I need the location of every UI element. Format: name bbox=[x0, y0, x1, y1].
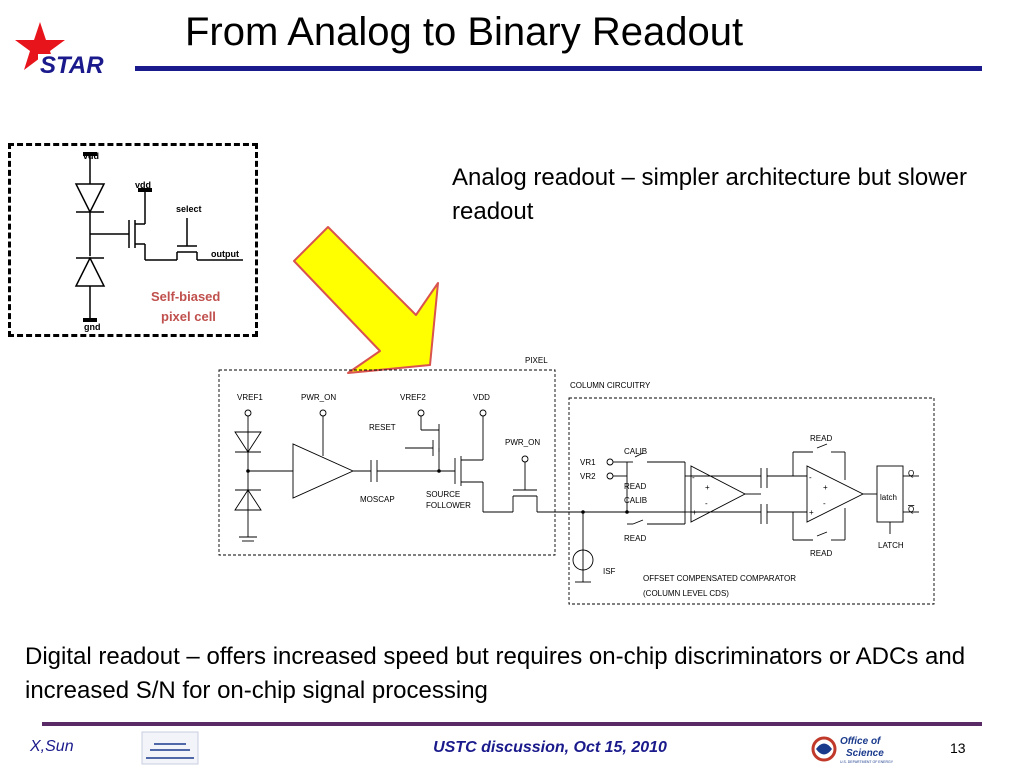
red-star-icon bbox=[15, 22, 65, 70]
read-top-label: READ bbox=[624, 482, 646, 491]
vr1-label: VR1 bbox=[580, 458, 596, 467]
svg-text:-: - bbox=[692, 473, 695, 482]
q-output-label: Q bbox=[908, 469, 914, 478]
svg-text:-: - bbox=[705, 499, 708, 508]
select-label: select bbox=[176, 204, 202, 214]
gnd-label: gnd bbox=[84, 322, 101, 332]
vdd-top-label: vdd bbox=[83, 151, 99, 161]
svg-text:+: + bbox=[809, 508, 814, 517]
svg-text:+: + bbox=[823, 483, 828, 492]
read-feedback-bottom-label: READ bbox=[810, 549, 832, 558]
footer-rule bbox=[42, 722, 982, 726]
source-label: SOURCE bbox=[426, 490, 460, 499]
readout-schematic: PIXEL COLUMN CIRCUITRY VREF1 PWR_ON VREF… bbox=[218, 356, 935, 605]
doe-line1: Office of bbox=[840, 736, 882, 747]
svg-text:-: - bbox=[809, 473, 812, 482]
title-rule bbox=[135, 66, 982, 71]
column-level-cds-label: (COLUMN LEVEL CDS) bbox=[643, 589, 729, 598]
pwr-on-right-label: PWR_ON bbox=[505, 438, 540, 447]
doe-office-of-science-logo: Office of Science U.S. DEPARTMENT OF ENE… bbox=[811, 736, 894, 764]
svg-text:+: + bbox=[692, 508, 697, 517]
read-feedback-top-label: READ bbox=[810, 434, 832, 443]
footer-event: USTC discussion, Oct 15, 2010 bbox=[433, 739, 667, 756]
output-label: output bbox=[211, 249, 239, 259]
column-circuitry-label: COLUMN CIRCUITRY bbox=[570, 381, 651, 390]
offset-comparator-label: OFFSET COMPENSATED COMPARATOR bbox=[643, 574, 796, 583]
read-bottom-label: READ bbox=[624, 534, 646, 543]
pixel-cell-box: vdd vdd select output gnd Self-biased pi… bbox=[8, 143, 258, 337]
isf-label: ISF bbox=[603, 567, 616, 576]
ustc-logo bbox=[141, 731, 199, 765]
follower-label: FOLLOWER bbox=[426, 501, 471, 510]
doe-line2: Science bbox=[846, 748, 884, 759]
svg-text:-: - bbox=[823, 499, 826, 508]
q-bar-output-label: Q bbox=[908, 505, 914, 514]
footer-author: X,Sun bbox=[30, 738, 74, 755]
latch-label: LATCH bbox=[878, 541, 904, 550]
pwr-on-top-label: PWR_ON bbox=[301, 393, 336, 402]
svg-text:+: + bbox=[705, 483, 710, 492]
vdd-label: VDD bbox=[473, 393, 490, 402]
slide-title: From Analog to Binary Readout bbox=[185, 10, 744, 54]
vdd-mid-label: vdd bbox=[135, 180, 151, 190]
star-logo-text: STAR bbox=[40, 52, 104, 79]
latch-box-label: latch bbox=[880, 493, 897, 502]
calib-bottom-label: CALIB bbox=[624, 496, 647, 505]
page-number: 13 bbox=[950, 740, 966, 756]
analog-readout-text: Analog readout – simpler architecture bu… bbox=[452, 164, 967, 225]
calib-top-label: CALIB bbox=[624, 447, 647, 456]
moscap-label: MOSCAP bbox=[360, 495, 395, 504]
pixel-cell-caption-2: pixel cell bbox=[161, 309, 216, 324]
doe-line3: U.S. DEPARTMENT OF ENERGY bbox=[840, 760, 894, 764]
pixel-cell-caption-1: Self-biased bbox=[151, 289, 220, 304]
digital-readout-text: Digital readout – offers increased speed… bbox=[25, 643, 966, 704]
pixel-cell-schematic: vdd vdd select output gnd Self-biased pi… bbox=[74, 151, 243, 332]
pixel-label: PIXEL bbox=[525, 356, 548, 365]
vref1-label: VREF1 bbox=[237, 393, 263, 402]
vr2-label: VR2 bbox=[580, 472, 596, 481]
reset-label: RESET bbox=[369, 423, 396, 432]
vref2-label: VREF2 bbox=[400, 393, 426, 402]
yellow-arrow-icon bbox=[293, 226, 439, 374]
star-logo: STAR bbox=[15, 22, 130, 79]
